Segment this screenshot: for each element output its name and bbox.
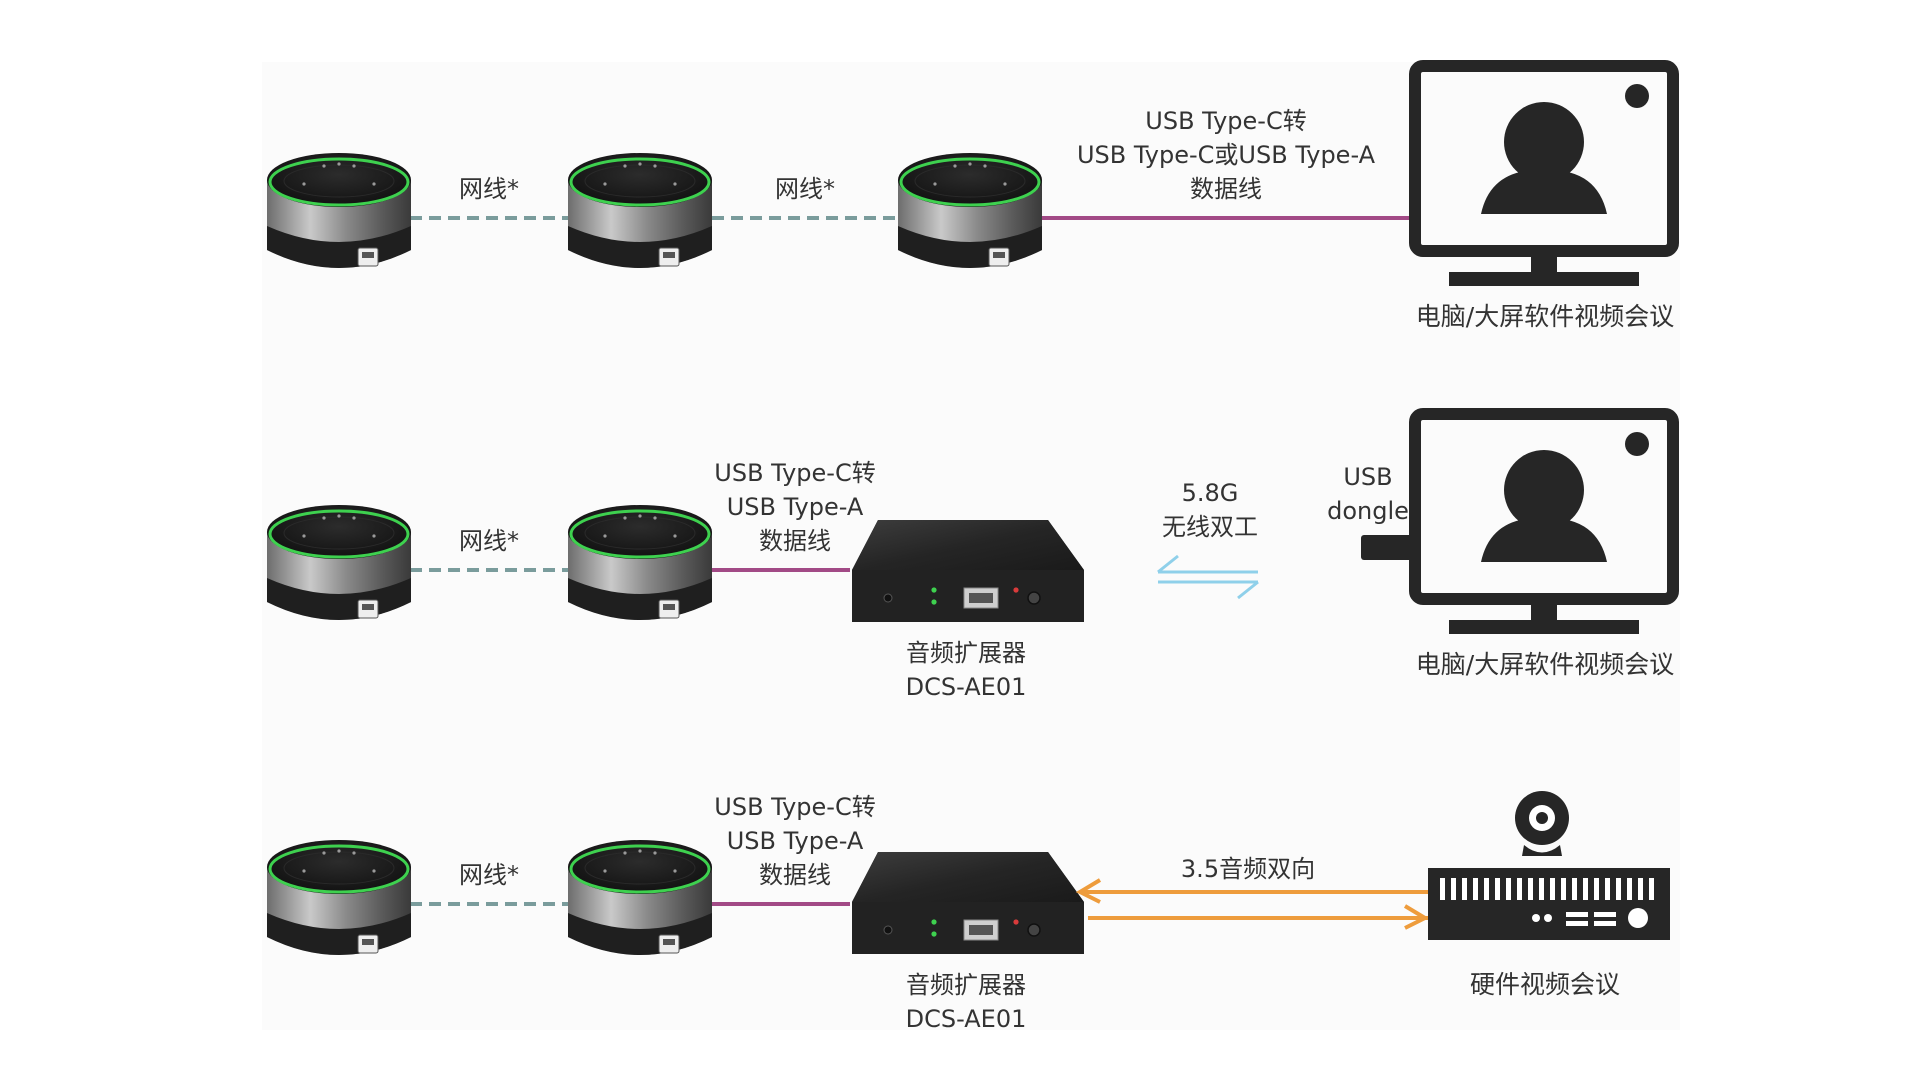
audio-label: 3.5音频双向 bbox=[1180, 855, 1316, 883]
usb-cable-label-line: USB Type-C转 bbox=[714, 459, 876, 487]
extender-name: 音频扩展器 bbox=[905, 639, 1026, 667]
ethernet-label: 网线* bbox=[459, 861, 519, 889]
dongle-label-line: USB bbox=[1343, 463, 1393, 491]
usb-cable-label-line: 数据线 bbox=[1189, 175, 1262, 203]
usb-cable-label: USB Type-C转 USB Type-A 数据线 bbox=[714, 456, 875, 558]
ethernet-label: 网线* bbox=[775, 175, 835, 203]
monitor-user-icon bbox=[1415, 66, 1673, 286]
wireless-band: 5.8G bbox=[1181, 479, 1239, 507]
endpoint-label: 电脑/大屏软件视频会议 bbox=[1415, 650, 1675, 679]
usb-cable-label-line: USB Type-C转 bbox=[1145, 107, 1307, 135]
usb-cable-label-line: USB Type-C转 bbox=[714, 793, 876, 821]
conference-mic bbox=[265, 151, 413, 270]
usb-cable-label-line: USB Type-A bbox=[726, 827, 864, 855]
row-2 bbox=[265, 414, 1673, 634]
dongle-label: USB dongle bbox=[1327, 460, 1409, 528]
conference-mic bbox=[566, 838, 714, 957]
conference-mic bbox=[896, 151, 1044, 270]
ethernet-label: 网线* bbox=[459, 175, 519, 203]
usb-cable-label: USB Type-C转 USB Type-C或USB Type-A 数据线 bbox=[1077, 104, 1375, 206]
extender-model: DCS-AE01 bbox=[905, 1005, 1027, 1033]
conference-mic bbox=[265, 503, 413, 622]
wireless-label: 5.8G 无线双工 bbox=[1162, 476, 1258, 544]
row-3 bbox=[265, 791, 1670, 957]
wireless-arrows-icon bbox=[1157, 554, 1259, 600]
audio-extender bbox=[851, 519, 1085, 623]
usb-dongle bbox=[1361, 535, 1419, 560]
usb-cable-label-line: 数据线 bbox=[759, 527, 831, 555]
endpoint-label: 硬件视频会议 bbox=[1469, 970, 1621, 999]
usb-cable-label-line: 数据线 bbox=[759, 861, 831, 889]
audio-extender bbox=[851, 851, 1085, 955]
endpoint-label: 电脑/大屏软件视频会议 bbox=[1415, 302, 1675, 331]
conference-mic bbox=[265, 838, 413, 957]
audio-arrows-icon bbox=[1075, 878, 1430, 930]
dongle-label-line: dongle bbox=[1327, 497, 1409, 525]
extender-label: 音频扩展器 DCS-AE01 bbox=[906, 968, 1027, 1036]
usb-cable-label-line: USB Type-C或USB Type-A bbox=[1076, 141, 1376, 169]
monitor-user-icon bbox=[1415, 414, 1673, 634]
row-1 bbox=[265, 66, 1673, 286]
extender-label: 音频扩展器 DCS-AE01 bbox=[906, 636, 1027, 704]
conference-mic bbox=[566, 503, 714, 622]
wireless-mode: 无线双工 bbox=[1162, 513, 1258, 541]
ethernet-label: 网线* bbox=[459, 527, 519, 555]
extender-name: 音频扩展器 bbox=[905, 971, 1026, 999]
usb-cable-label-line: USB Type-A bbox=[726, 493, 864, 521]
conference-mic bbox=[566, 151, 714, 270]
usb-cable-label: USB Type-C转 USB Type-A 数据线 bbox=[714, 790, 875, 892]
extender-model: DCS-AE01 bbox=[905, 673, 1027, 701]
hardware-codec-icon bbox=[1428, 791, 1670, 940]
